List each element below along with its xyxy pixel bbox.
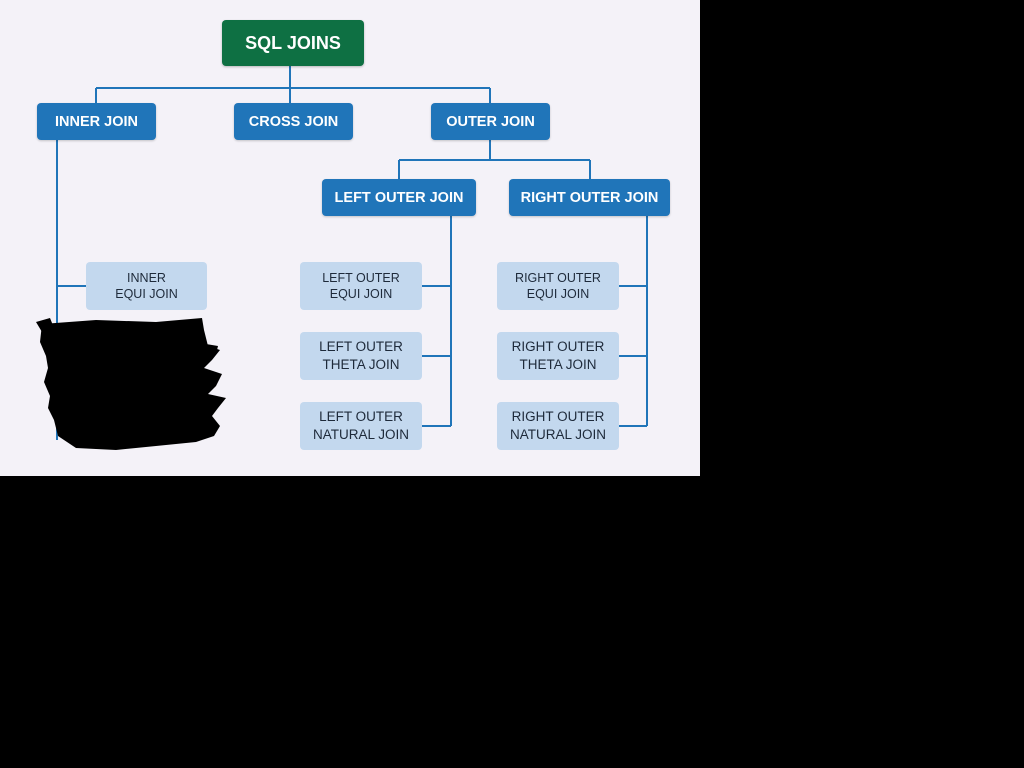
leaf-right-outer-natural-join: RIGHT OUTER NATURAL JOIN [497, 402, 619, 450]
leaf-label-line2: EQUI JOIN [329, 287, 393, 301]
leaf-label-line1: RIGHT OUTER [515, 271, 601, 285]
node-outer-join: OUTER JOIN [431, 103, 550, 140]
node-label: LEFT OUTER JOIN [334, 189, 464, 206]
leaf-label-line1: LEFT OUTER [319, 339, 403, 354]
scribble-redaction [36, 318, 226, 450]
node-label: RIGHT OUTER JOIN [520, 189, 659, 206]
leaf-left-outer-equi-join: LEFT OUTER EQUI JOIN [300, 262, 422, 310]
leaf-label-line2: THETA JOIN [519, 357, 597, 372]
leaf-right-outer-equi-join: RIGHT OUTER EQUI JOIN [497, 262, 619, 310]
node-label: OUTER JOIN [446, 113, 535, 130]
node-inner-join: INNER JOIN [37, 103, 156, 140]
leaf-right-outer-theta-join: RIGHT OUTER THETA JOIN [497, 332, 619, 380]
leaf-label-line2: EQUI JOIN [115, 287, 178, 301]
root-node-label: SQL JOINS [245, 32, 341, 53]
node-left-outer-join: LEFT OUTER JOIN [322, 179, 476, 216]
node-cross-join: CROSS JOIN [234, 103, 353, 140]
leaf-label-line1: INNER [127, 271, 166, 285]
leaf-label-line1: RIGHT OUTER [511, 409, 605, 424]
node-label: CROSS JOIN [248, 113, 339, 130]
leaf-left-outer-natural-join: LEFT OUTER NATURAL JOIN [300, 402, 422, 450]
node-right-outer-join: RIGHT OUTER JOIN [509, 179, 670, 216]
leaf-label-line1: LEFT OUTER [319, 409, 403, 424]
leaf-label-line1: LEFT OUTER [322, 271, 400, 285]
leaf-label-line1: RIGHT OUTER [511, 339, 605, 354]
node-label: INNER JOIN [55, 113, 138, 130]
leaf-inner-equi-join: INNER EQUI JOIN [86, 262, 207, 310]
leaf-label-line2: EQUI JOIN [526, 287, 590, 301]
root-node-sql-joins: SQL JOINS [222, 20, 364, 66]
leaf-left-outer-theta-join: LEFT OUTER THETA JOIN [300, 332, 422, 380]
leaf-label-line2: NATURAL JOIN [509, 427, 606, 442]
diagram-canvas: SQL JOINS INNER JOIN CROSS JOIN OUTER JO… [0, 0, 700, 476]
leaf-label-line2: NATURAL JOIN [312, 427, 409, 442]
leaf-label-line2: THETA JOIN [322, 357, 400, 372]
